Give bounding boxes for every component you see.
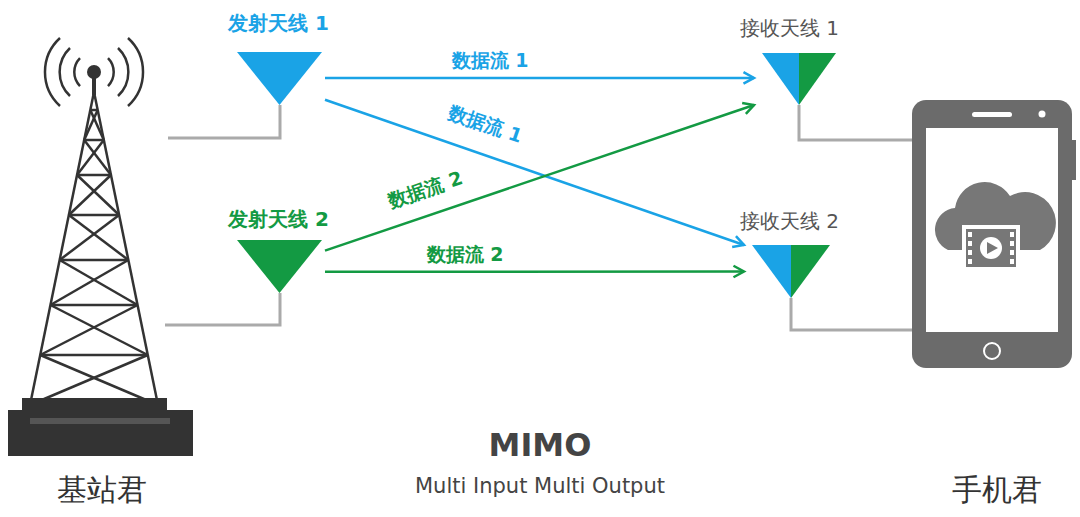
antenna-wire	[791, 298, 912, 330]
antenna-triangle	[237, 52, 322, 105]
diagram-caption: Multi Input Multi Output	[415, 474, 665, 498]
tower-base	[22, 398, 167, 412]
phone-side-button	[1072, 140, 1076, 180]
antenna-wire	[165, 293, 280, 325]
tower-tip	[87, 65, 101, 79]
antenna-triangle	[237, 240, 322, 293]
device-label: 手机君	[952, 470, 1042, 511]
data-stream-arrow	[325, 103, 754, 251]
cloud-video-icon	[935, 182, 1056, 271]
diagram-title: MIMO	[489, 426, 592, 464]
antenna-triangle	[752, 245, 830, 298]
antenna-node: 发射天线 2	[237, 240, 322, 293]
radio-waves	[45, 38, 143, 106]
phone-screen	[926, 128, 1058, 332]
antenna-wire	[799, 105, 912, 140]
antenna-node: 发射天线 1	[237, 52, 322, 105]
phone-body	[912, 100, 1072, 368]
phone-speaker	[972, 112, 1012, 117]
antenna-label: 发射天线 2	[228, 206, 329, 232]
antenna-node: 接收天线 2	[752, 245, 830, 298]
antenna-label: 接收天线 1	[740, 15, 839, 41]
phone-home-button	[984, 343, 1000, 359]
antenna-label: 接收天线 2	[740, 208, 839, 234]
stream-label: 数据流 1	[443, 99, 527, 148]
stream-label: 数据流 1	[450, 48, 531, 72]
antenna-label: 发射天线 1	[228, 10, 329, 36]
data-stream-arrow	[325, 72, 754, 84]
data-stream-arrow	[325, 266, 744, 278]
tower-base	[8, 410, 193, 456]
antenna-wire	[168, 105, 280, 138]
tower-base	[30, 418, 170, 424]
device-label: 基站君	[57, 470, 147, 511]
phone-camera	[1039, 111, 1046, 118]
antenna-triangle	[762, 53, 836, 105]
tower-lattice	[30, 70, 158, 405]
stream-label: 数据流 2	[425, 242, 506, 266]
data-stream-arrow	[325, 100, 744, 247]
antenna-node: 接收天线 1	[762, 53, 836, 105]
